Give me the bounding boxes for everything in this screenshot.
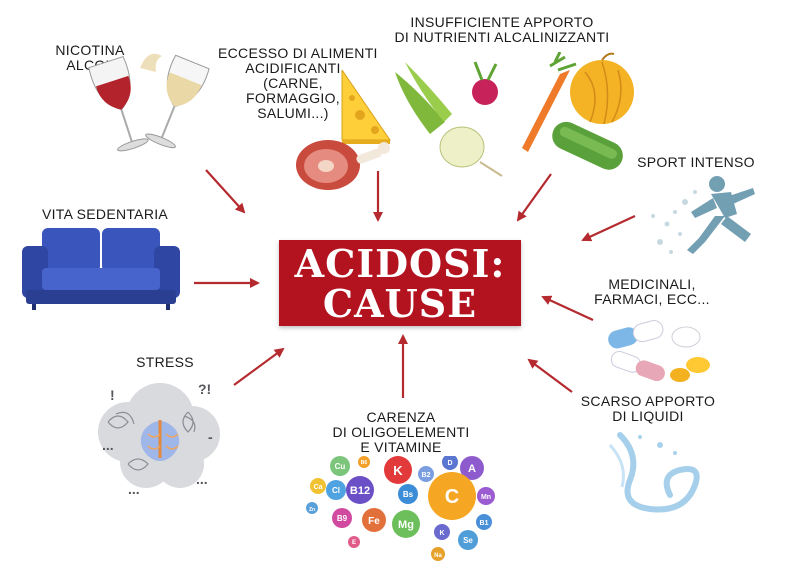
vitamin-bubble bbox=[460, 456, 484, 480]
title-line-2: CAUSE bbox=[322, 281, 478, 326]
label-line: DI LIQUIDI bbox=[612, 408, 684, 424]
title-line-1: ACIDOSI: bbox=[294, 241, 506, 286]
label-vita-sedentaria: VITA SEDENTARIA bbox=[41, 206, 169, 222]
vitamin-bubble bbox=[306, 502, 318, 514]
vitamin-bubble bbox=[310, 478, 326, 494]
vitamin-bubble bbox=[458, 530, 478, 550]
vitamin-bubble bbox=[434, 524, 450, 540]
arrow-nutrienti bbox=[516, 173, 552, 222]
vitamin-label: K bbox=[439, 530, 444, 537]
vitamin-label: B12 bbox=[350, 485, 370, 497]
vitamin-label: K bbox=[393, 463, 403, 478]
vitamin-bubble bbox=[398, 484, 418, 504]
arrow-liquidi bbox=[527, 358, 573, 393]
svg-text:!: ! bbox=[110, 387, 115, 403]
arrow-sport bbox=[581, 215, 636, 242]
svg-text:?!: ?! bbox=[198, 381, 211, 397]
vitamin-bubble bbox=[477, 487, 495, 505]
label-line: ECCESSO DI ALIMENTI bbox=[218, 45, 378, 61]
vitamin-label: E bbox=[352, 540, 356, 546]
label-line: INSUFFICIENTE APPORTO bbox=[410, 14, 594, 30]
vitamin-bubble bbox=[476, 514, 492, 530]
svg-text:...: ... bbox=[102, 437, 114, 453]
title-box: ACIDOSI: CAUSE bbox=[279, 240, 521, 326]
label-stress: STRESS bbox=[136, 354, 194, 370]
vitamin-label: Se bbox=[463, 536, 473, 545]
vitamin-label: B9 bbox=[337, 514, 348, 523]
vitamin-label: C bbox=[445, 486, 459, 508]
vitamin-bubble bbox=[330, 456, 350, 476]
vitamin-bubble bbox=[384, 456, 412, 484]
vitamin-label: Cl bbox=[332, 486, 340, 495]
vitamin-bubble bbox=[346, 476, 374, 504]
label-line: NICOTINA bbox=[55, 42, 125, 58]
label-carenza: CARENZA DI OLIGOELEMENTI E VITAMINE bbox=[316, 410, 486, 455]
vitamin-bubble bbox=[442, 456, 458, 470]
label-line: DI NUTRIENTI ALCALINIZZANTI bbox=[394, 29, 610, 45]
label-eccesso-alimenti: ECCESSO DI ALIMENTI ACIDIFICANTI (CARNE,… bbox=[218, 45, 378, 121]
label-line: E VITAMINE bbox=[360, 439, 442, 455]
vitamin-label: Ca bbox=[314, 484, 323, 491]
vitamin-label: Cu bbox=[335, 462, 346, 471]
label-line: DI OLIGOELEMENTI bbox=[332, 424, 470, 440]
wine-glasses-icon bbox=[88, 53, 210, 152]
label-line: ACIDIFICANTI bbox=[245, 60, 341, 76]
runner-icon bbox=[651, 176, 755, 254]
vitamin-label: A bbox=[468, 463, 476, 475]
vitamin-label: Zn bbox=[309, 507, 315, 513]
vitamin-label: Mg bbox=[398, 519, 414, 531]
label-line: SALUMI...) bbox=[257, 105, 329, 121]
vitamin-bubble bbox=[348, 536, 360, 548]
label-line: CARENZA bbox=[366, 409, 436, 425]
label-medicinali: MEDICINALI, FARMACI, ECC... bbox=[588, 277, 716, 307]
label-line: FORMAGGIO, bbox=[246, 90, 340, 106]
label-line: (CARNE, bbox=[263, 75, 323, 91]
vitamin-label: Bs bbox=[403, 490, 414, 499]
svg-text:-: - bbox=[208, 429, 213, 445]
sofa-icon bbox=[22, 228, 180, 310]
label-line: MEDICINALI, bbox=[608, 276, 696, 292]
vitamin-label: Fe bbox=[368, 516, 380, 527]
water-splash-icon bbox=[608, 432, 700, 513]
vitamin-bubble bbox=[392, 510, 420, 538]
vitamin-label: Na bbox=[434, 553, 442, 559]
arrow-medicinali bbox=[541, 295, 594, 321]
pills-icon bbox=[608, 320, 710, 382]
arrow-nicotina bbox=[205, 169, 246, 214]
vitamin-bubble bbox=[431, 547, 445, 561]
vitamin-bubbles-icon: Cu B6 K B2 D A Ca Cl B12 Bs C Mn Zn B9 F… bbox=[306, 456, 495, 561]
arrow-stress bbox=[233, 347, 285, 386]
label-scarso-liquidi: SCARSO APPORTO DI LIQUIDI bbox=[568, 394, 728, 424]
cheese-ham-icon bbox=[296, 70, 391, 190]
vitamin-bubble bbox=[428, 472, 476, 520]
vegetables-icon bbox=[395, 52, 634, 177]
vitamin-label: B2 bbox=[422, 472, 431, 479]
vitamin-bubble bbox=[332, 508, 352, 528]
vitamin-bubble bbox=[362, 508, 386, 532]
vitamin-bubble bbox=[418, 466, 434, 482]
brain-icon: ! ?! ... ... ... - bbox=[98, 381, 220, 497]
vitamin-label: B6 bbox=[361, 460, 368, 466]
vitamin-label: Mn bbox=[481, 494, 491, 501]
label-line: SCARSO APPORTO bbox=[580, 393, 716, 409]
label-nutrienti-alcalinizzanti: INSUFFICIENTE APPORTO DI NUTRIENTI ALCAL… bbox=[380, 15, 624, 45]
svg-text:...: ... bbox=[196, 471, 208, 487]
vitamin-label: B1 bbox=[480, 520, 489, 527]
vitamin-bubble bbox=[326, 480, 346, 500]
label-line: FARMACI, ECC... bbox=[594, 291, 710, 307]
svg-text:...: ... bbox=[128, 481, 140, 497]
vitamin-label: D bbox=[447, 460, 452, 467]
label-sport-intenso: SPORT INTENSO bbox=[637, 154, 755, 170]
vitamin-bubble bbox=[358, 456, 370, 468]
